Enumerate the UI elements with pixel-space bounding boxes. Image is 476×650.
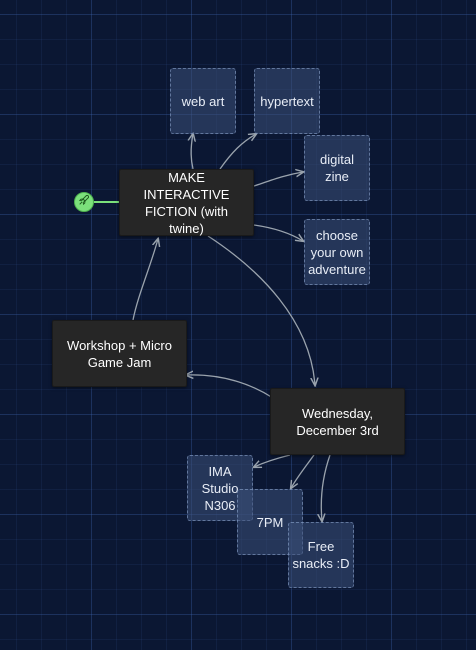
link-wednesday-snacks [321, 454, 331, 521]
link-wednesday-7pm [291, 454, 315, 488]
passage-free-snacks[interactable]: Free snacks :D [288, 522, 354, 588]
link-workshop-main [132, 239, 158, 321]
passage-wednesday-december-3rd[interactable]: Wednesday, December 3rd [270, 388, 405, 455]
start-passage-marker[interactable] [74, 192, 94, 212]
link-main-digital-zine [253, 172, 303, 187]
passage-title: hypertext [260, 93, 314, 109]
link-main-hypertext [219, 134, 256, 170]
passage-web-art[interactable]: web art [170, 68, 236, 134]
passage-hypertext[interactable]: hypertext [254, 68, 320, 134]
passage-title: MAKE INTERACTIVE FICTION (with twine) [143, 169, 230, 236]
passage-choose-your-own-adventure[interactable]: choose your own adventure [304, 219, 370, 285]
passage-title: choose your own adventure [308, 227, 366, 277]
link-main-wednesday [207, 235, 315, 385]
passage-title: Free snacks :D [292, 539, 350, 571]
passage-title: Workshop + Micro Game Jam [67, 337, 172, 370]
passage-title: 7PM [256, 514, 284, 530]
link-main-web-art [191, 134, 193, 170]
passage-workshop-micro-game-jam[interactable]: Workshop + Micro Game Jam [52, 320, 187, 387]
link-wednesday-workshop [186, 375, 274, 399]
passage-title: digital zine [320, 152, 354, 184]
passage-digital-zine[interactable]: digital zine [304, 135, 370, 201]
passage-title: IMA Studio N306 [201, 463, 239, 513]
passage-title: Wednesday, December 3rd [296, 405, 379, 438]
passage-title: web art [181, 93, 225, 109]
link-main-choose [253, 224, 303, 241]
rocket-icon [78, 193, 90, 211]
passage-make-interactive-fiction[interactable]: MAKE INTERACTIVE FICTION (with twine) [119, 169, 254, 236]
link-wednesday-ima [254, 454, 291, 467]
